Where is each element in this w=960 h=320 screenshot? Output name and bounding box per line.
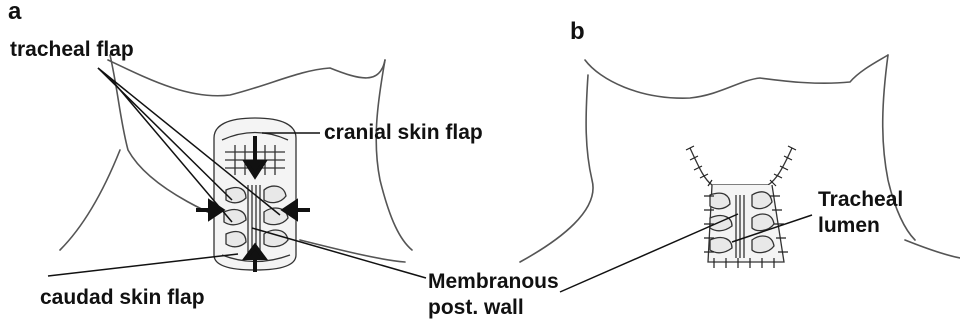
caudad-skin-flap-label: caudad skin flap	[40, 286, 205, 310]
cranial-skin-flap-label: cranial skin flap	[324, 121, 483, 145]
panel-a-letter: a	[8, 0, 21, 24]
membranous-label-line1: Membranous	[428, 270, 559, 294]
tracheal-flap-label: tracheal flap	[10, 38, 134, 62]
tracheal-lumen-label-line2: lumen	[818, 214, 880, 238]
tracheal-lumen-label-line1: Tracheal	[818, 188, 903, 212]
panel-b-letter: b	[570, 20, 585, 44]
panel-b-stoma	[690, 148, 792, 262]
membranous-label-line2: post. wall	[428, 296, 524, 320]
